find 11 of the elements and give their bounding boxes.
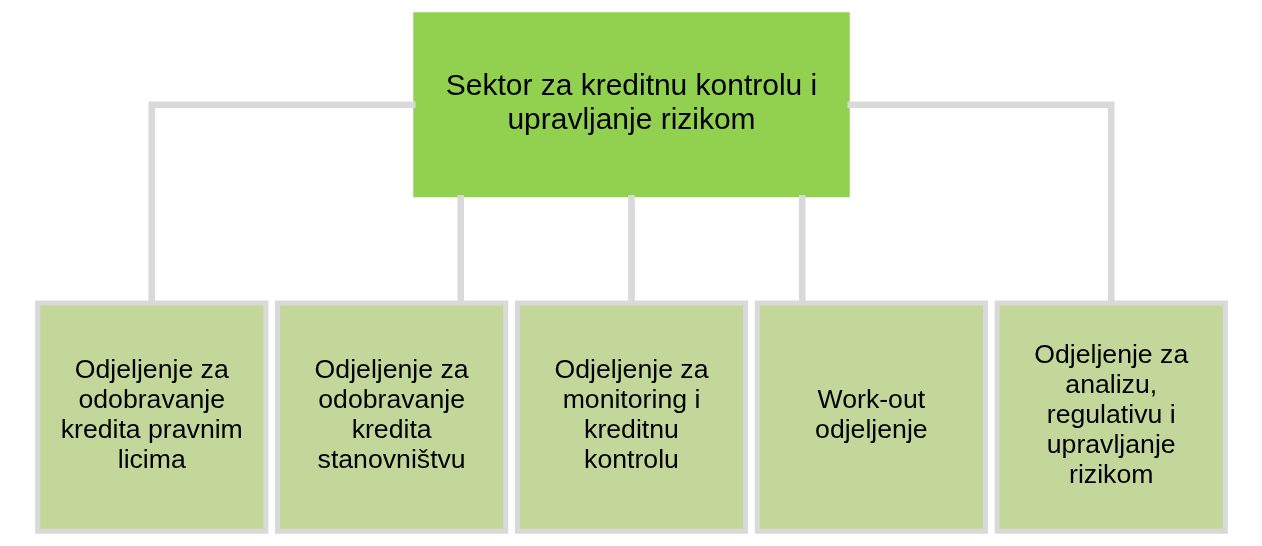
node-box: Odjeljenje za odobravanje kredita pravnim licima xyxy=(34,300,268,534)
node-box: Sektor za kreditnu kontrolu i upravljanje rizikom xyxy=(412,12,850,198)
node-box: Work-out odjeljenje xyxy=(754,300,988,534)
node-box: Odjeljenje za analizu, regulativu i upravljanje rizikom xyxy=(994,300,1228,534)
connector xyxy=(147,101,415,303)
connector xyxy=(456,195,464,303)
node-box: Odjeljenje za monitoring i kreditnu kontrolu xyxy=(514,300,748,534)
connector xyxy=(847,101,1115,303)
connector xyxy=(627,195,635,303)
connector xyxy=(798,195,806,303)
node-box: Odjeljenje za odobravanje kredita stanovništvu xyxy=(274,300,508,534)
